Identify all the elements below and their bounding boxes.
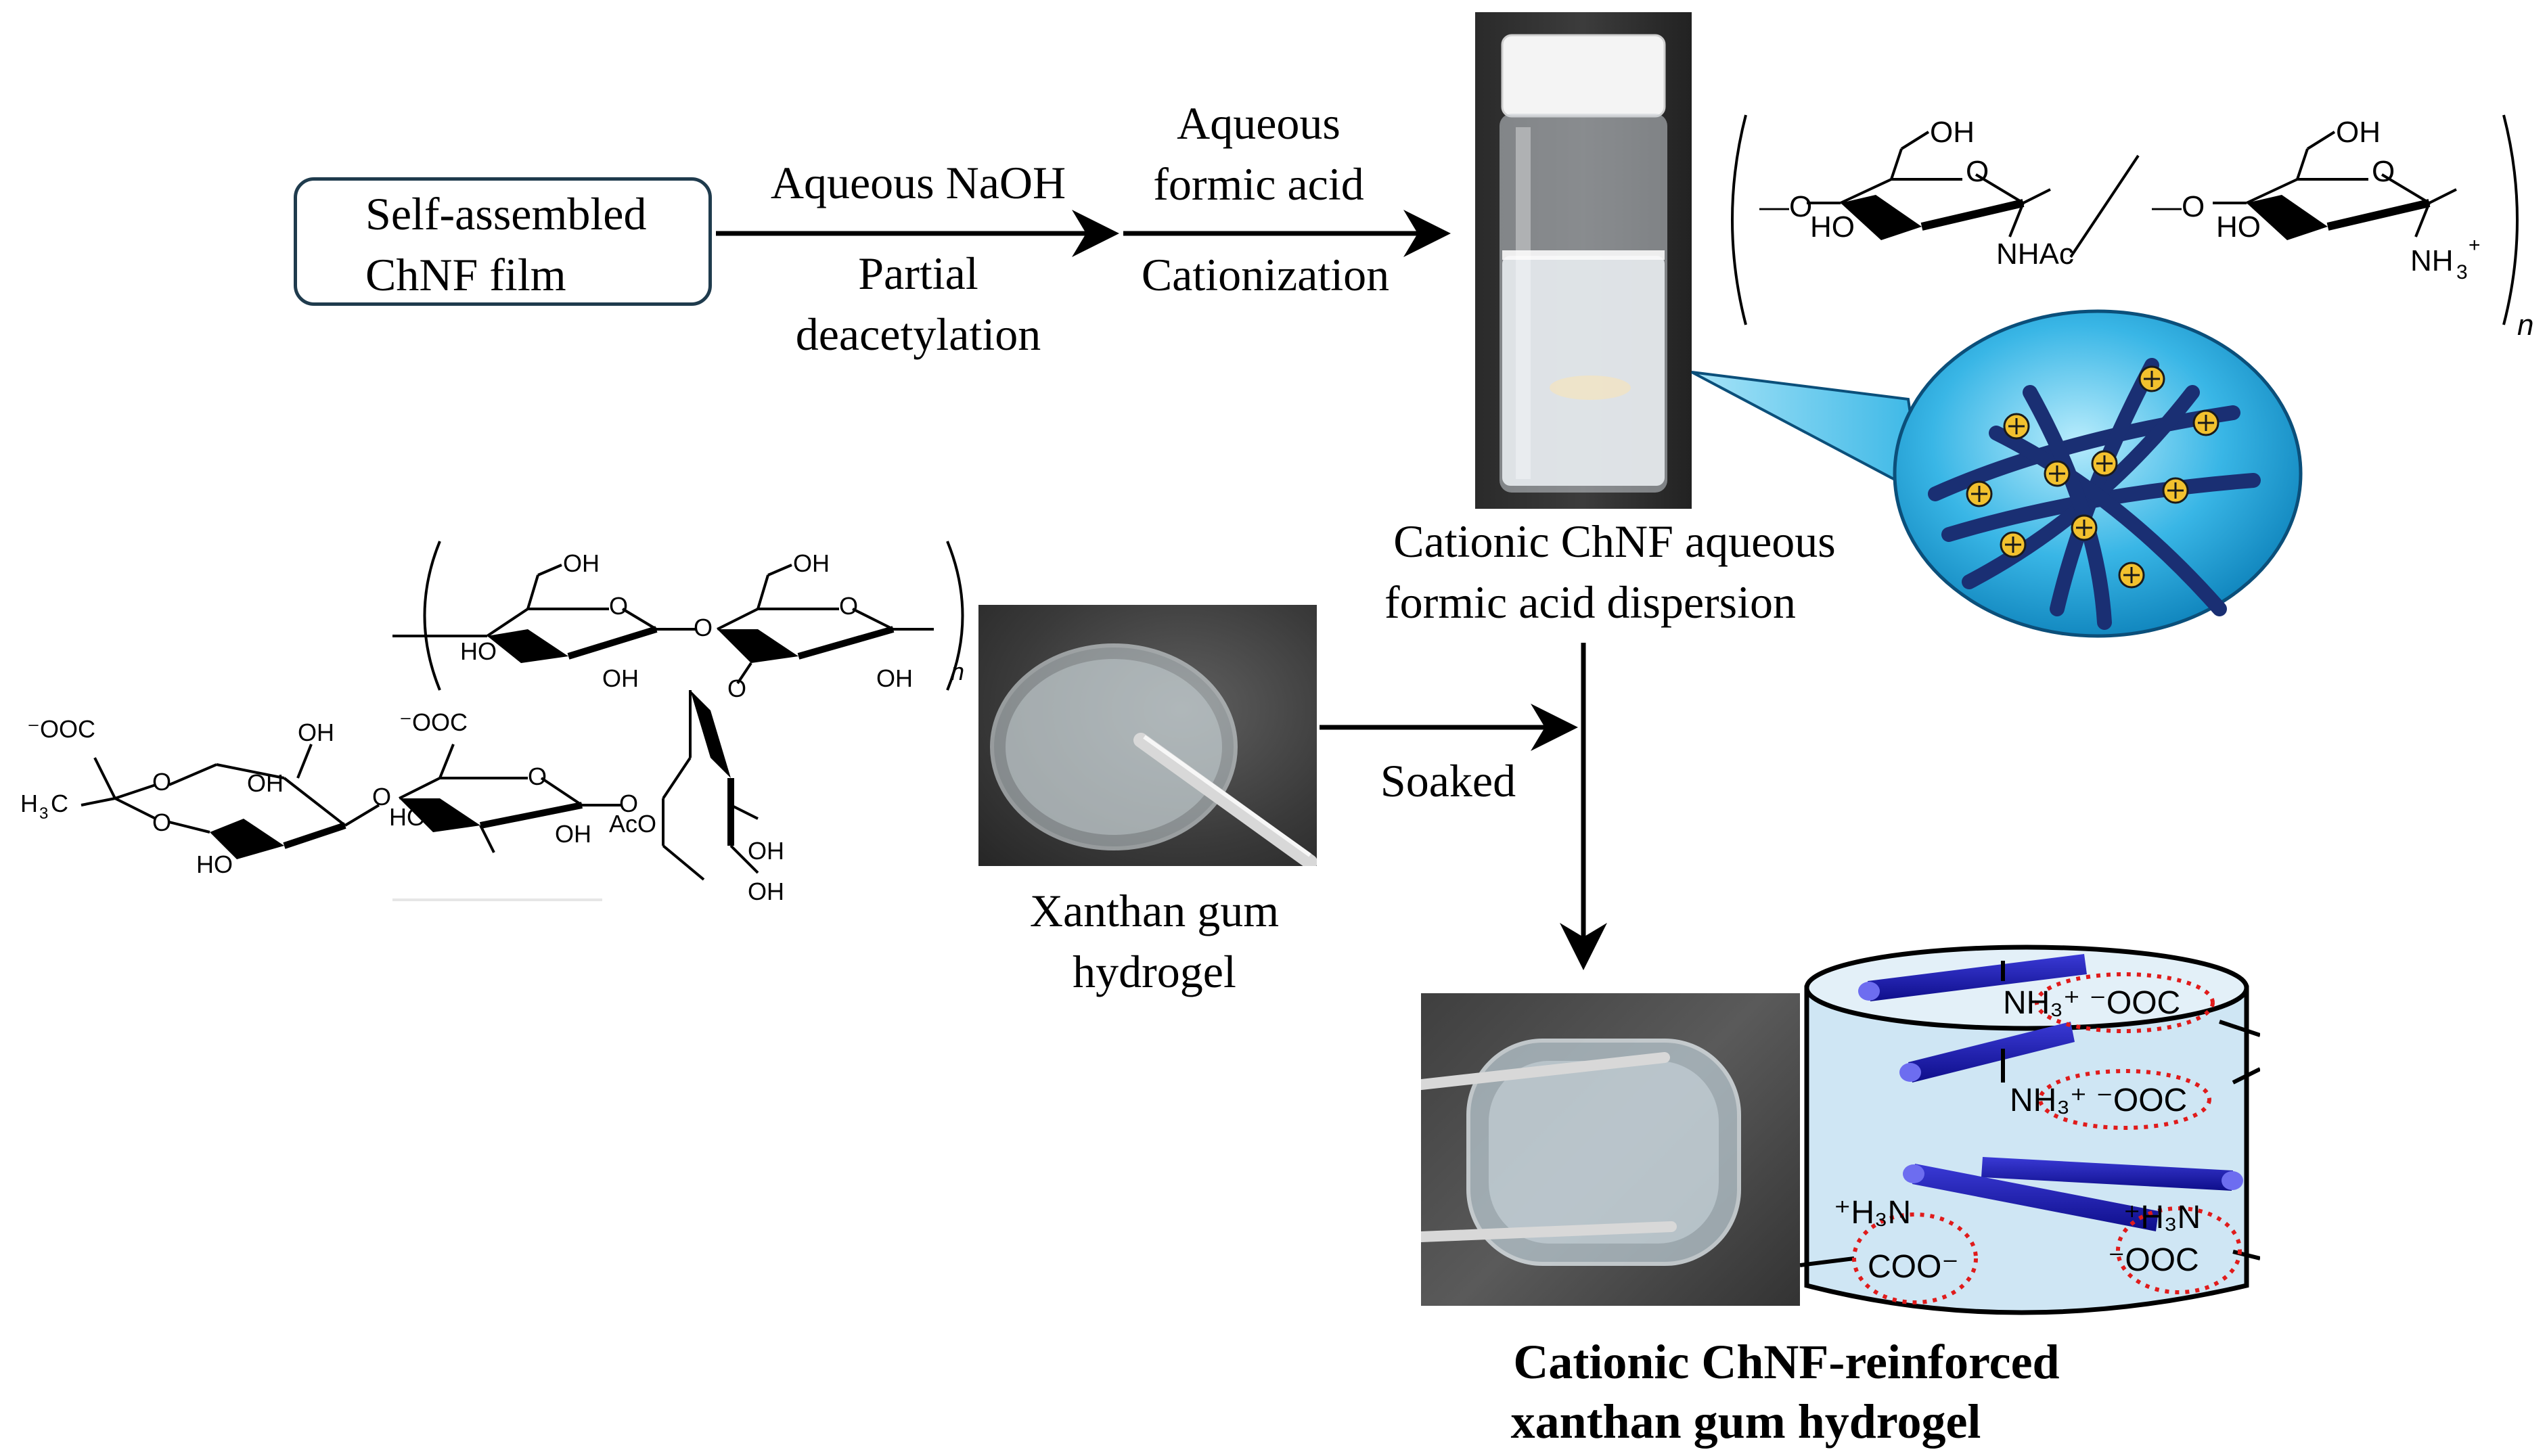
- step2-reagent-line1: Aqueous: [1177, 97, 1340, 149]
- xg-h3c-sub: 3: [39, 804, 48, 823]
- chem-dash-o1: —O: [1759, 190, 1812, 223]
- xg-o-c: O: [839, 592, 858, 620]
- start-box-line2: ChNF film: [365, 249, 566, 300]
- xg-oh-b: OH: [602, 664, 639, 692]
- dispersion-label-line1: Cationic ChNF aqueous: [1393, 516, 1836, 567]
- crosslink-ellipse-3: [1852, 1212, 1978, 1304]
- tweezer-top: [1421, 1052, 1670, 1090]
- cationic-fiber-bubble: [1691, 309, 2303, 638]
- xg-o-f: O: [372, 783, 391, 811]
- chem-nh3: NH: [2410, 244, 2454, 277]
- start-box-line1: Self-assembled: [365, 188, 647, 240]
- xg-h3c-h: H: [20, 790, 38, 817]
- chem-nh3-sub: 3: [2456, 261, 2468, 283]
- chem-n-subscript: n: [2517, 309, 2533, 342]
- side-chain-acetyl-mannose: [662, 690, 759, 881]
- crosslink-ellipse-1: [2035, 972, 2215, 1033]
- xg-oh-i: OH: [748, 878, 784, 905]
- xg-oh-e: OH: [298, 719, 334, 746]
- start-box: [294, 177, 712, 306]
- vial-photo: [1475, 12, 1692, 509]
- chnf-fibers: [1928, 358, 2261, 630]
- ion-pair-1: NH₃⁺ ⁻OOC: [2003, 985, 2180, 1021]
- crosslink-ellipse-2: [2038, 1069, 2211, 1130]
- xg-oh-g: OH: [555, 820, 591, 848]
- hydrogel-disk: [990, 643, 1238, 850]
- ion-h3n-2: ⁺H₃N: [2123, 1200, 2201, 1235]
- chem-oh2: OH: [2336, 116, 2381, 149]
- ion-h3n-1: ⁺H₃N: [1834, 1195, 1911, 1231]
- xg-aco: AcO: [609, 810, 656, 838]
- xg-o-b: O: [694, 614, 713, 641]
- backbone-ring-2: [717, 564, 934, 685]
- xg-oh-a: OH: [563, 549, 600, 577]
- product-label-line1: Cationic ChNF-reinforced: [1513, 1335, 2060, 1389]
- vial-liquid: [1502, 256, 1665, 486]
- step2-reagent-line2: formic acid: [1153, 158, 1364, 210]
- step1-reagent: Aqueous NaOH: [770, 157, 1066, 208]
- cylinder-top: [1804, 945, 2249, 1031]
- tweezer-bottom: [1421, 1221, 1677, 1242]
- xg-ooc2: ⁻OOC: [399, 708, 468, 736]
- crosslink-ellipse-4: [2116, 1206, 2242, 1294]
- reinforced-hydrogel-photo: [1421, 993, 1800, 1306]
- ion-pair-2: NH₃⁺ ⁻OOC: [2010, 1083, 2187, 1118]
- side-chain-mannose: [81, 744, 380, 859]
- xg-n: n: [951, 658, 964, 685]
- chem-nhac: NHAc: [1996, 237, 2074, 271]
- xg-oh-d: OH: [876, 664, 913, 692]
- glcnac-ring: [1807, 131, 2051, 240]
- chem-oh1: OH: [1930, 116, 1975, 149]
- xg-o-h: O: [619, 790, 638, 817]
- xg-oh-f: OH: [247, 769, 284, 797]
- bubble-tail: [1691, 371, 1924, 497]
- chem-nh3-plus: +: [2469, 234, 2481, 256]
- chem-ho2: HO: [2216, 210, 2261, 244]
- xg-ho-d: HO: [389, 803, 426, 831]
- vial-sediment: [1550, 376, 1631, 400]
- chem-ho1: HO: [1810, 210, 1855, 244]
- xanthan-hydrogel-photo: [978, 605, 1317, 866]
- chnf-rods: [1858, 954, 2243, 1231]
- xg-h3c-c: C: [51, 790, 68, 817]
- soaked-label: Soaked: [1380, 755, 1516, 806]
- xanthan-label-line1: Xanthan gum: [1029, 885, 1280, 936]
- product-label-line2: xanthan gum hydrogel: [1510, 1394, 1981, 1449]
- reinforced-disk: [1466, 1039, 1741, 1266]
- side-chain-glucuronic: [399, 744, 623, 853]
- step1-process-line2: deacetylation: [795, 309, 1041, 360]
- xg-o-a: O: [609, 592, 628, 620]
- ionic-crosslink-cylinder: NH₃⁺ ⁻OOC NH₃⁺ ⁻OOC ⁺H₃N COO⁻ ⁺H₃N ⁻OOC: [1800, 945, 2260, 1315]
- xg-o-e: O: [152, 809, 171, 836]
- xg-ho-c: HO: [196, 850, 233, 878]
- backbone-ring-1: [486, 564, 697, 663]
- xanthan-label-line2: hydrogel: [1073, 946, 1236, 997]
- xg-o-i: O: [727, 675, 746, 702]
- chem-o1: O: [1966, 155, 1989, 188]
- tweezer: [1133, 733, 1317, 866]
- chitin-structure: OH O —O HO NHAc OH O —O HO NH 3 + n: [1731, 114, 2533, 342]
- glcn-ring: [2213, 131, 2457, 240]
- chem-dash-o2: —O: [2152, 190, 2205, 223]
- dispersion-label-line2: formic acid dispersion: [1384, 576, 1797, 628]
- xg-o-d: O: [152, 768, 171, 796]
- xg-ho-a: HO: [460, 637, 497, 665]
- xg-o-g: O: [528, 763, 547, 790]
- chem-o2: O: [2372, 155, 2395, 188]
- ion-coo-1: COO⁻: [1868, 1249, 1959, 1285]
- xg-ooc1: ⁻OOC: [27, 715, 95, 743]
- ion-ooc-2: ⁻OOC: [2108, 1242, 2199, 1278]
- xg-oh-c: OH: [793, 549, 830, 577]
- positive-charges: [1966, 365, 2219, 589]
- xanthan-structure: OH HO O OH O OH O OH n O ⁻OOC H 3 C O O …: [20, 541, 964, 905]
- xg-oh-h: OH: [748, 837, 784, 865]
- step2-process: Cationization: [1141, 249, 1390, 300]
- step1-process-line1: Partial: [858, 248, 978, 299]
- vial-cap: [1501, 34, 1666, 118]
